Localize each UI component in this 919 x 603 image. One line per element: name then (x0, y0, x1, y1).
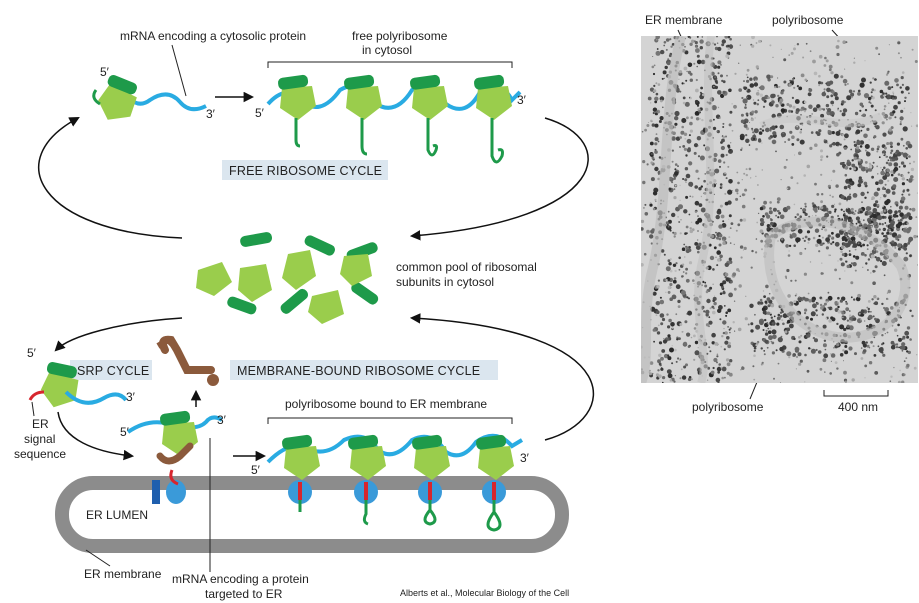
common-pool-label: common pool of ribosomal (396, 260, 537, 274)
membrane-cycle-label: MEMBRANE-BOUND RIBOSOME CYCLE (237, 364, 480, 378)
free-cycle-label: FREE RIBOSOME CYCLE (229, 164, 382, 178)
bracket (267, 417, 513, 424)
mrna-targeted-label: mRNA encoding a protein (172, 572, 309, 586)
three-prime-label: 3′ (126, 390, 136, 404)
bracket (267, 61, 513, 68)
cycle-arrow (409, 313, 595, 441)
er-membrane-label: ER membrane (84, 567, 162, 581)
ribosome (473, 74, 512, 120)
srp-particle (156, 442, 194, 465)
leader-line (171, 44, 187, 97)
free-cycle-box (222, 160, 388, 180)
er-label: ER (32, 417, 49, 431)
polyribosome-bound-label: polyribosome bound to ER membrane (285, 397, 487, 411)
targeted-to-er-label: targeted to ER (205, 587, 283, 601)
three-prime-label: 3′ (520, 451, 530, 465)
sequence-label: sequence (14, 447, 66, 461)
srp-cycle-box (70, 360, 152, 380)
micrograph-polyribosome-top-label: polyribosome (772, 13, 844, 27)
ribosome (343, 74, 382, 120)
er-membrane (55, 476, 569, 553)
mrna-strand (64, 390, 128, 405)
free-polyribosome-label: free polyribosome (352, 29, 448, 43)
three-prime-label: 3′ (206, 107, 216, 121)
ribosome-dots (641, 36, 918, 383)
micrograph-image (641, 36, 918, 383)
nascent-chain (490, 118, 504, 164)
er-lumen-label: ER LUMEN (86, 508, 148, 522)
single-ribosome-cytosolic (89, 69, 207, 129)
five-prime-label: 5′ (251, 463, 261, 477)
scale-bar-label: 400 nm (838, 400, 878, 414)
three-prime-label: 3′ (517, 93, 527, 107)
signal-sequence (169, 469, 179, 486)
subunit-pool (196, 232, 379, 324)
arrow (57, 411, 135, 461)
membrane-cycle-box (230, 360, 498, 380)
five-prime-label: 5′ (255, 106, 265, 120)
membrane-bound-polyribosome (266, 434, 524, 532)
nascent-chain (360, 118, 368, 156)
five-prime-label: 5′ (100, 65, 110, 79)
nascent-chain (294, 118, 301, 148)
cycle-arrow (37, 117, 183, 239)
subunits-cytosol-label: subunits in cytosol (396, 275, 494, 289)
nascent-chain (426, 118, 439, 157)
ribosome (409, 74, 448, 120)
micrograph-polyribosome-bottom-label: polyribosome (692, 400, 764, 414)
in-cytosol-label: in cytosol (362, 43, 412, 57)
translocon (166, 480, 186, 504)
signal-ribosome (28, 357, 128, 414)
scale-bar (823, 390, 889, 397)
micrograph-er-membrane-label: ER membrane (645, 13, 723, 27)
ribosome (89, 69, 147, 129)
srp-receptor (152, 480, 160, 504)
five-prime-label: 5′ (120, 425, 130, 439)
cycle-arrow (409, 117, 589, 241)
mrna-cytosolic-label: mRNA encoding a cytosolic protein (120, 29, 306, 43)
docking-ribosome (126, 410, 224, 504)
electron-micrograph (641, 36, 918, 383)
srp-cycle-label: SRP CYCLE (77, 364, 149, 378)
ribosome (277, 74, 316, 120)
credit-text: Alberts et al., Molecular Biology of the… (400, 588, 569, 598)
five-prime-label: 5′ (27, 346, 37, 360)
signal-sequence (28, 390, 45, 401)
three-prime-label: 3′ (217, 413, 227, 427)
leader-line (31, 401, 35, 417)
leader-line (85, 549, 111, 567)
free-polyribosome (266, 74, 522, 164)
cycle-arrow (54, 317, 183, 352)
nascent-chain (92, 89, 101, 106)
signal-label: signal (24, 432, 55, 446)
srp-particle (156, 335, 219, 386)
